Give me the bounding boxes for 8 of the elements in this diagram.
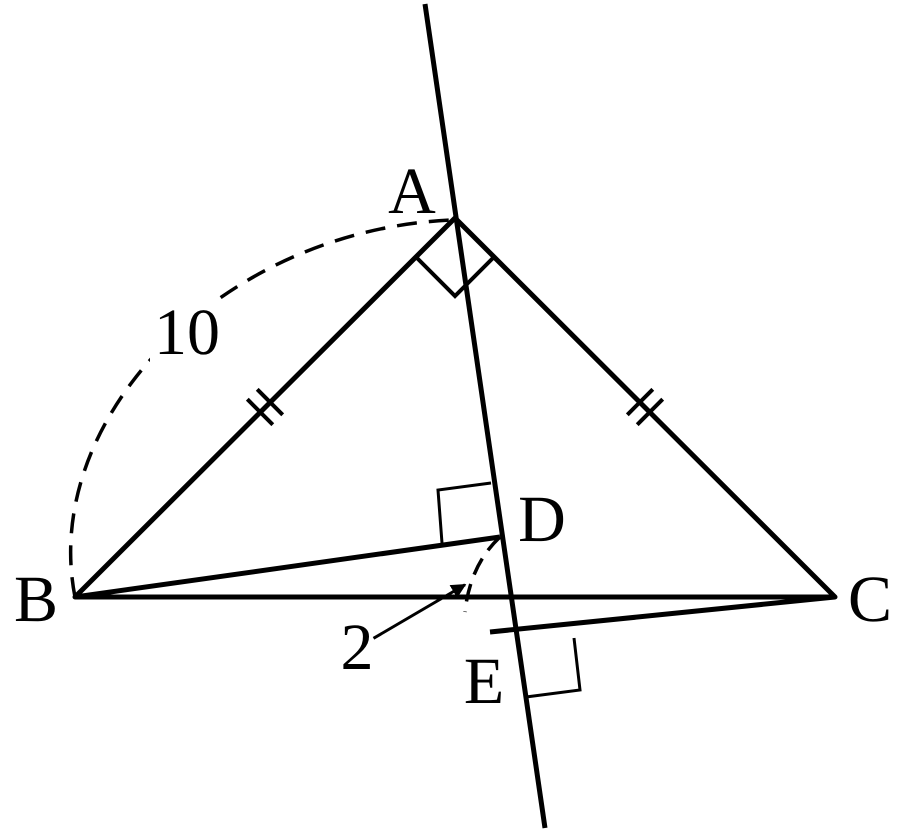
point-label: B xyxy=(12,567,60,633)
point-label: C xyxy=(846,567,894,633)
point-label: E xyxy=(462,649,506,715)
point-label: D xyxy=(517,487,567,553)
measure-label: 2 xyxy=(340,615,374,681)
point-label: A xyxy=(387,159,437,225)
leader-line xyxy=(372,583,466,640)
dashed-arc xyxy=(463,536,502,612)
